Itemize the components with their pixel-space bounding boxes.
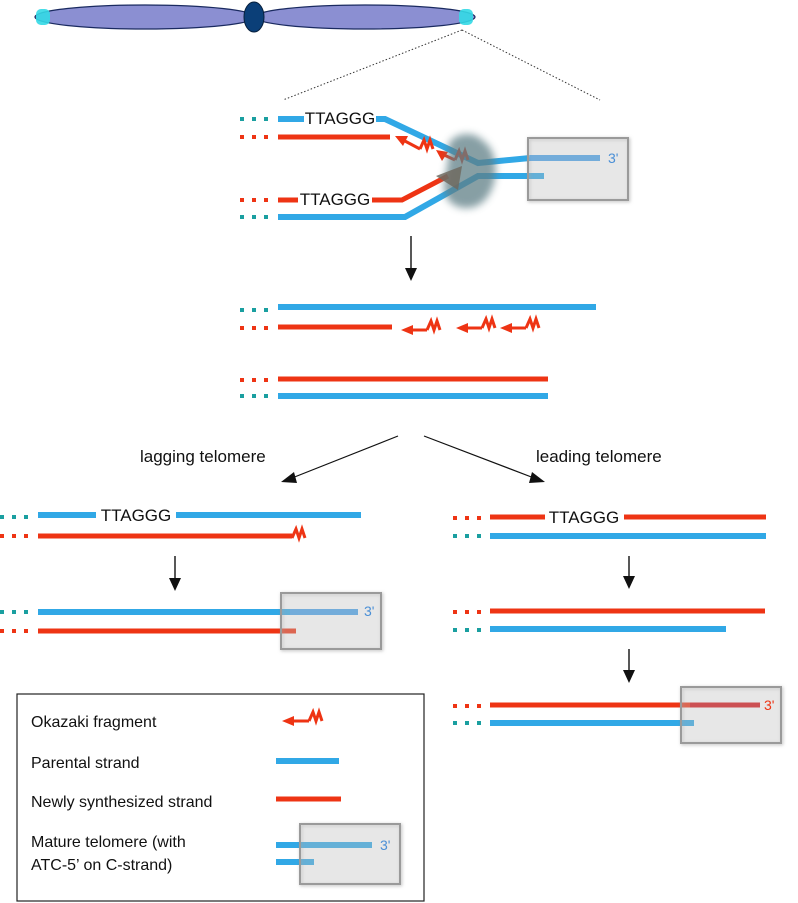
legend-okazaki-label: Okazaki fragment <box>31 714 157 731</box>
replicated-duplexes <box>240 304 596 399</box>
leading-end-label: 3' <box>764 697 774 713</box>
chromosome-right-arm <box>254 4 476 30</box>
zoom-lines <box>282 29 601 101</box>
chromosome-left-arm <box>34 4 256 30</box>
replisome <box>444 134 496 209</box>
arrow-down-1 <box>405 236 417 281</box>
legend-mature-label-line1: Mature telomere (with <box>31 834 186 851</box>
fork-end-label: 3' <box>608 150 618 166</box>
lagging-sequence: TTAGGG <box>101 506 172 525</box>
lagging-telomere-title: lagging telomere <box>140 447 266 466</box>
legend-okazaki-symbol <box>282 707 324 726</box>
arrow-down-leading-2 <box>623 649 635 683</box>
legend: Okazaki fragment Parental strand Newly s… <box>16 693 425 902</box>
legend-mature-box <box>299 823 401 885</box>
branch-arrows <box>281 435 545 483</box>
fork-triangle <box>436 166 462 190</box>
leading-sequence: TTAGGG <box>549 508 620 527</box>
replication-fork: TTAGGG TTAGGG 3' <box>240 109 629 220</box>
okazaki-fragment-c <box>500 314 541 333</box>
fork-seq-label-bg-top <box>304 110 376 128</box>
lagging-mature-box <box>280 592 382 650</box>
chromosome-left-tip <box>36 9 50 25</box>
fork-top-sequence: TTAGGG <box>305 109 376 128</box>
chromosome-right-tip <box>459 9 473 25</box>
lag1-primer <box>290 524 307 543</box>
fork-bottom-parental-strand <box>278 173 544 220</box>
okazaki-fragment-b <box>456 314 497 333</box>
leading-telomere: TTAGGG 3' <box>453 508 782 744</box>
arrow-down-leading-1 <box>623 556 635 589</box>
leading-mature-box <box>680 686 782 744</box>
lagging-end-label: 3' <box>364 603 374 619</box>
legend-parental-label: Parental strand <box>31 755 140 772</box>
lagging-telomere: TTAGGG 3' <box>0 506 382 650</box>
legend-newly-label: Newly synthesized strand <box>31 794 212 811</box>
chromosome <box>34 1 476 33</box>
legend-mature-end-label: 3' <box>380 837 390 853</box>
legend-mature-label-line2: ATC-5’ on C-strand) <box>31 857 172 874</box>
centromere <box>243 1 265 33</box>
arrow-down-lagging <box>169 556 181 591</box>
okazaki-fragment-a <box>401 316 442 335</box>
fork-bottom-sequence: TTAGGG <box>300 190 371 209</box>
fork-okazaki-fragment-1 <box>395 135 435 154</box>
leading-telomere-title: leading telomere <box>536 447 662 466</box>
fork-mature-box <box>527 137 629 201</box>
fork-seq-label-bg-bottom <box>298 191 372 209</box>
